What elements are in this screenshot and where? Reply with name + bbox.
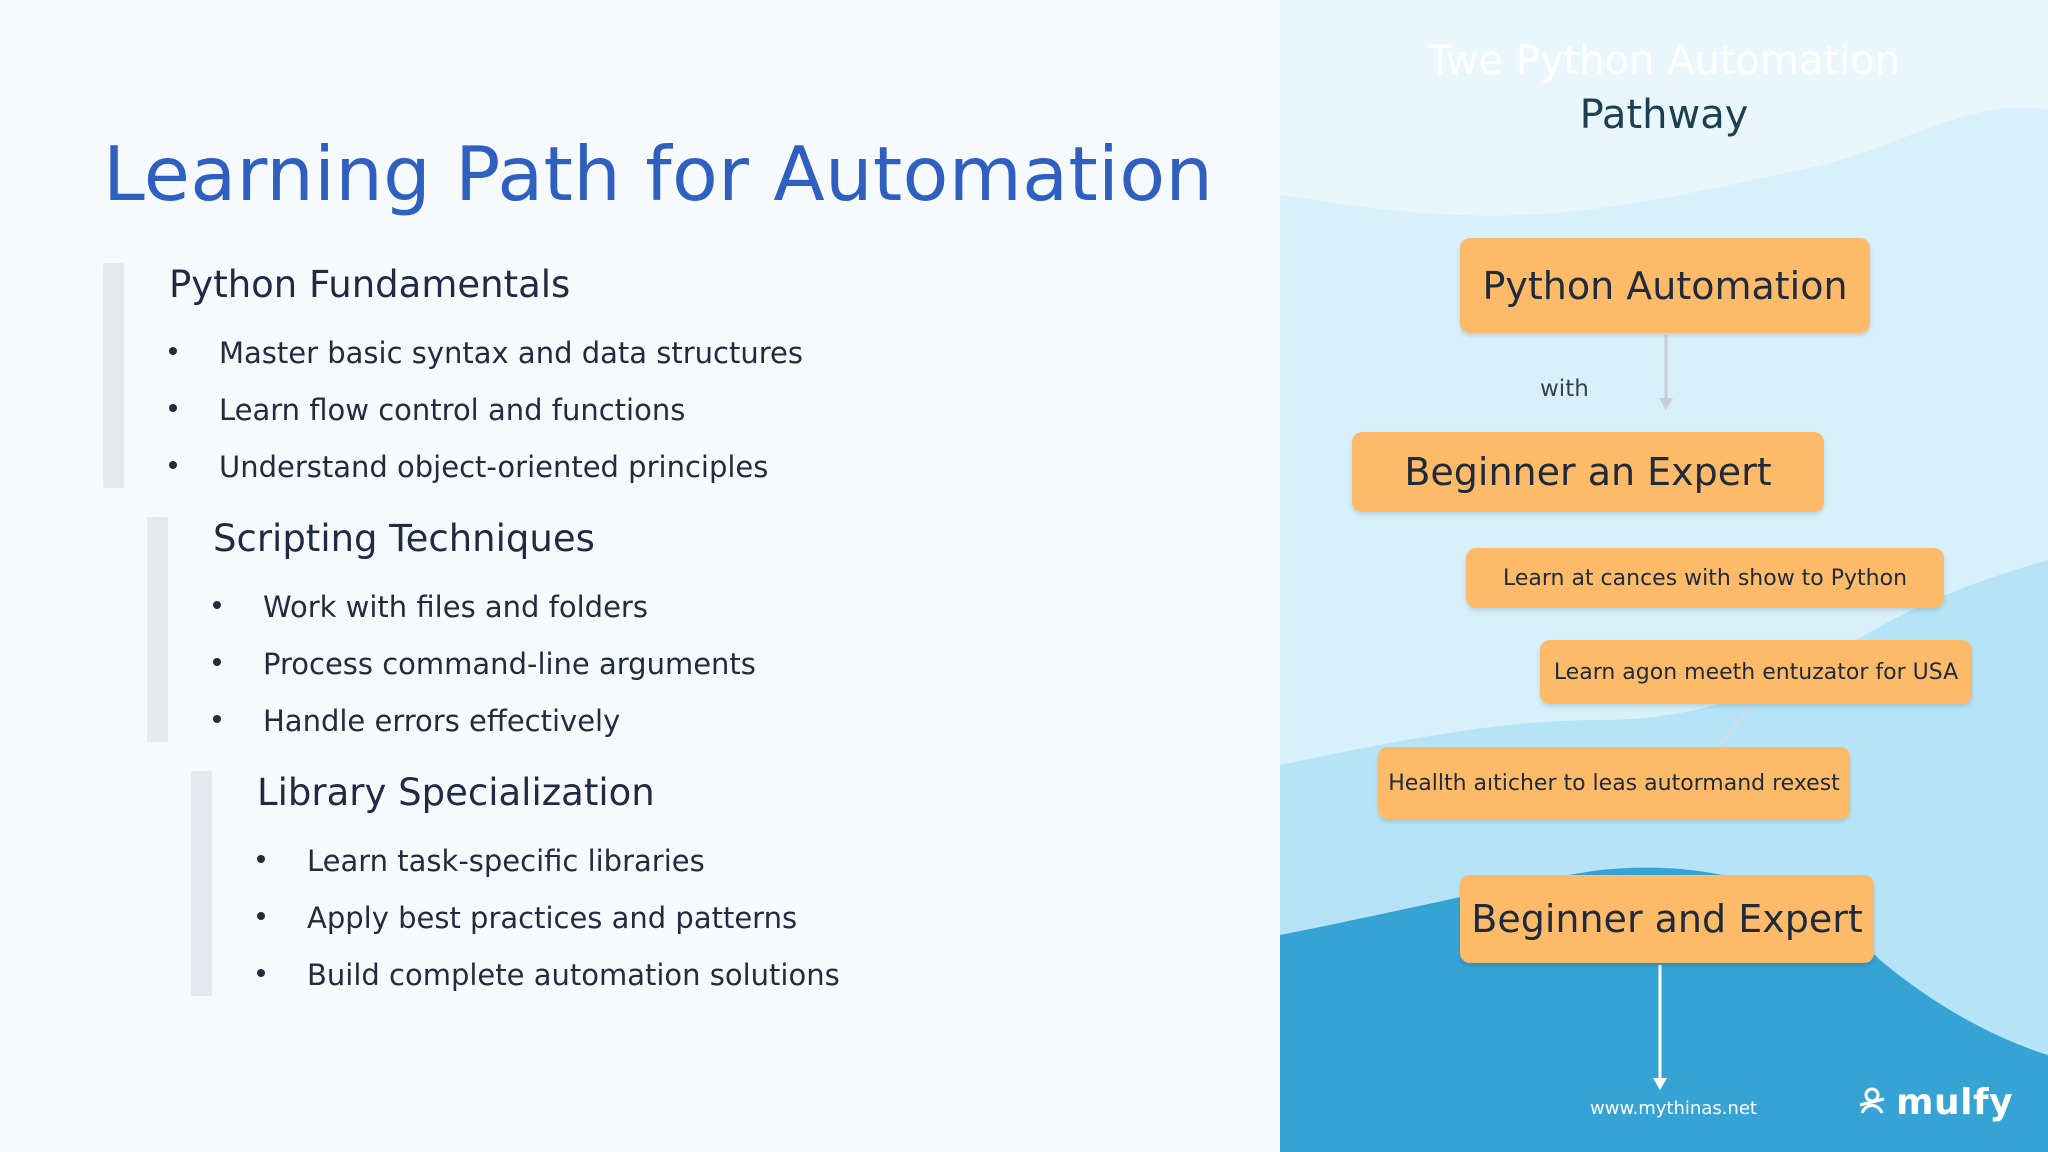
pathway-panel: Twe Python Automation Pathway Python Aut…	[1280, 0, 2048, 1152]
bullet-list: Master basic syntax and data structures …	[169, 334, 803, 505]
bullet-text: Master basic syntax and data structures	[219, 336, 803, 370]
bullet-dot-icon	[257, 855, 265, 863]
panel-title-line2: Pathway	[1579, 92, 1749, 138]
bullet-item: Learn task-specific libraries	[257, 842, 840, 899]
connector-label: with	[1540, 376, 1589, 402]
bullet-text: Understand object-oriented principles	[219, 450, 769, 484]
bullet-text: Learn task-specific libraries	[307, 844, 705, 878]
slide-content: Learning Path for Automation Python Fund…	[103, 130, 1214, 1013]
brand-logo: mulfy	[1856, 1082, 2013, 1123]
step-box-3: Heallth aıticher to leas autormand rexes…	[1378, 747, 1850, 819]
bullet-text: Work with files and folders	[263, 590, 648, 624]
footer-url: www.mythinas.net	[1590, 1098, 1757, 1119]
bullet-item: Build complete automation solutions	[257, 956, 840, 1013]
step-box-1: Learn at cances with show to Python	[1466, 548, 1944, 608]
panel-title-line1: Twe Python Automation	[1427, 38, 1901, 84]
bullet-list: Work with files and folders Process comm…	[213, 588, 756, 759]
section-heading: Scripting Techniques	[213, 517, 595, 560]
bullet-item: Work with files and folders	[213, 588, 756, 645]
brand-logo-icon	[1859, 1087, 1885, 1114]
bullet-item: Understand object-oriented principles	[169, 448, 803, 505]
bullet-text: Apply best practices and patterns	[307, 901, 798, 935]
bullet-dot-icon	[213, 601, 221, 609]
bullet-text: Learn flow control and functions	[219, 393, 686, 427]
bullet-text: Handle errors effectively	[263, 704, 621, 738]
section-accent-bar	[147, 517, 168, 742]
bullet-dot-icon	[257, 969, 265, 977]
bullet-dot-icon	[213, 658, 221, 666]
bullet-item: Master basic syntax and data structures	[169, 334, 803, 391]
bullet-text: Process command-line arguments	[263, 647, 756, 681]
box-beginner-and-expert: Beginner and Expert	[1460, 875, 1874, 963]
slide-title: Learning Path for Automation	[103, 130, 1214, 218]
bullet-item: Learn flow control and functions	[169, 391, 803, 448]
section-accent-bar	[103, 263, 124, 488]
bullet-dot-icon	[169, 404, 177, 412]
section-heading: Library Specialization	[257, 771, 655, 814]
section-accent-bar	[191, 771, 212, 996]
bullet-dot-icon	[213, 715, 221, 723]
bullet-dot-icon	[169, 461, 177, 469]
bullet-dot-icon	[257, 912, 265, 920]
bullet-item: Handle errors effectively	[213, 702, 756, 759]
bullet-list: Learn task-specific libraries Apply best…	[257, 842, 840, 1013]
bullet-item: Process command-line arguments	[213, 645, 756, 702]
bullet-text: Build complete automation solutions	[307, 958, 840, 992]
box-python-automation: Python Automation	[1460, 238, 1870, 333]
step-box-2: Learn agon meeth entuzator for USA	[1540, 640, 1972, 704]
bullet-item: Apply best practices and patterns	[257, 899, 840, 956]
section-heading: Python Fundamentals	[169, 263, 571, 306]
box-beginner-an-expert: Beginner an Expert	[1352, 432, 1824, 512]
brand-logo-text: mulfy	[1896, 1082, 2014, 1123]
bullet-dot-icon	[169, 347, 177, 355]
